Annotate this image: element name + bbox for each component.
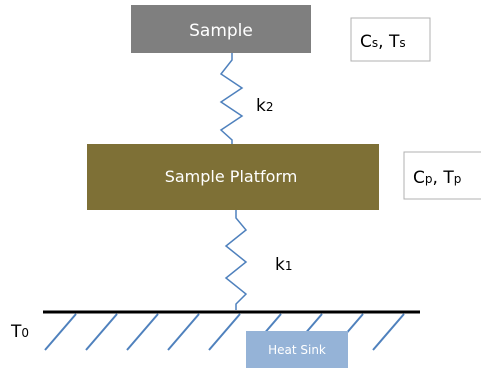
heat-sink-label: Heat Sink <box>268 343 326 357</box>
heat-sink-box: Heat Sink <box>246 331 348 368</box>
ground-temp-label: T0 <box>10 322 29 342</box>
sample-platform-box: Sample Platform <box>87 144 379 210</box>
ground-hatch <box>44 313 405 351</box>
platform-params-box: Cp, Tp <box>403 151 481 200</box>
platform-params-text: Cp, Tp <box>413 168 461 188</box>
spring-bottom <box>224 210 248 310</box>
sample-platform-label: Sample Platform <box>165 167 298 186</box>
sample-params-box: Cs, Ts <box>350 17 431 62</box>
spring-top-label: k2 <box>256 96 274 116</box>
sample-label: Sample <box>189 21 253 41</box>
sample-box: Sample <box>131 5 311 53</box>
spring-top <box>219 53 244 144</box>
sample-params-text: Cs, Ts <box>360 32 406 52</box>
spring-bottom-label: k1 <box>275 255 293 275</box>
